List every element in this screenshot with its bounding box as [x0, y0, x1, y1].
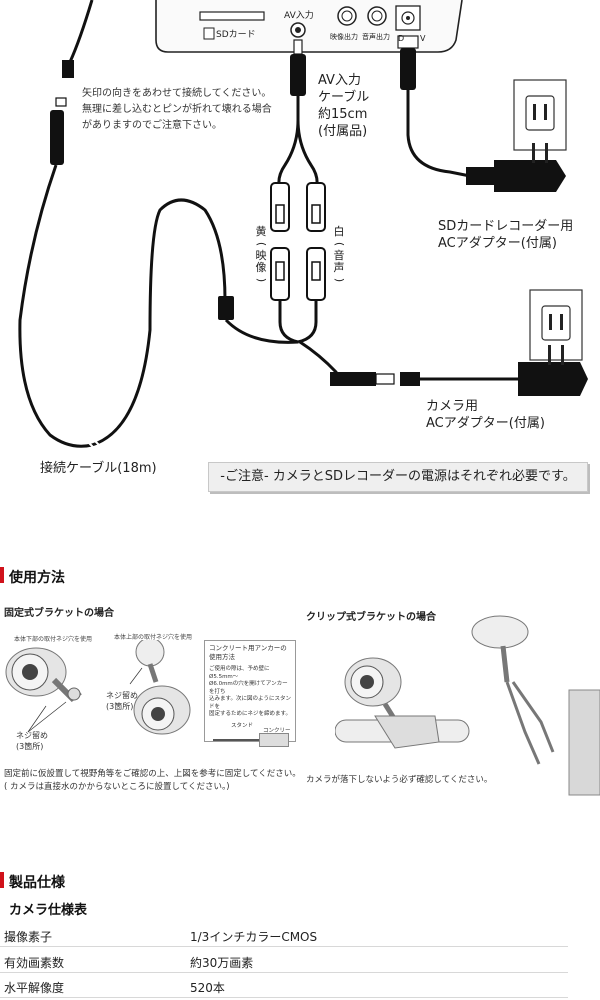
concrete-block — [259, 732, 289, 747]
label-line: ケーブル — [318, 90, 370, 105]
screw-label-right: ネジ留め (3箇所) — [106, 691, 138, 711]
note-line: 矢印の向きをあわせて接続してください。 — [82, 88, 272, 99]
camera-illustration-b — [133, 640, 191, 735]
label-line: SDカードレコーダー用 — [438, 219, 574, 234]
label-line: ACアダプター(付属) — [426, 416, 545, 431]
white-audio-label: 白 ( 音 声 ) — [333, 225, 346, 283]
spec-row: 水平解像度 520本 — [0, 976, 568, 998]
dc-port-mark-2: V — [420, 34, 426, 43]
label-line: (付属品) — [318, 124, 368, 139]
label-line: AV入力 — [318, 73, 361, 88]
spec-row: 有効画素数 約30万画素 — [0, 951, 568, 973]
sd-ac-adapter — [397, 35, 567, 192]
connection-cable-label: 接続ケーブル(18m) — [40, 461, 157, 476]
screw-label-left: ネジ留め (3箇所) — [16, 731, 48, 751]
anchor-instruction-box: コンクリート用アンカーの 使用方法 ご使用の際は、予め壁にØ5.5mm～ Ø6.… — [204, 640, 296, 747]
spec-row: 撮像素子 1/3インチカラーCMOS — [0, 925, 568, 947]
sd-adapter-label: SDカードレコーダー用 ACアダプター(付属) — [438, 218, 573, 252]
fixed-bracket-note: 固定前に仮設置して視野角等をご確認の上、上図を参考に固定してください。 ( カメ… — [4, 769, 301, 792]
camera-on-pipe — [335, 657, 470, 749]
spec-value: 1/3インチカラーCMOS — [190, 930, 318, 944]
camera-illustration-a — [5, 647, 82, 702]
clip-bracket-illustration — [335, 615, 600, 796]
camera-ac-adapter — [299, 289, 588, 396]
note-line: がありますのでご注意下さい。 — [82, 120, 222, 131]
wiring-diagram — [18, 0, 588, 451]
sd-recorder — [155, 0, 463, 53]
spec-label: 水平解像度 — [4, 981, 65, 995]
usage-accent-bar — [0, 567, 4, 583]
spec-label: 有効画素数 — [4, 956, 65, 970]
av-input-port-label: AV入力 — [284, 11, 314, 21]
fixed-caption-bottom-screw: 本体下部の取付ネジ穴を使用 — [14, 636, 93, 643]
audio-out-port-label: 音声出力 — [362, 33, 390, 41]
sd-card-slot-label: SDカード — [216, 30, 256, 40]
fixed-bracket-illustration — [5, 640, 191, 735]
stand-label: スタンド — [231, 722, 254, 729]
power-notice-banner: -ご注意- カメラとSDレコーダーの電源はそれぞれ必要です。 — [208, 462, 588, 492]
video-out-port-label: 映像出力 — [330, 33, 358, 41]
av-cable-label: AV入力 ケーブル 約15cm (付属品) — [318, 72, 369, 140]
arrow-orientation-note: 矢印の向きをあわせて接続してください。 無理に差し込むとピンが折れて壊れる場合 … — [82, 86, 282, 134]
yellow-video-label: 黄 ( 映 像 ) — [255, 225, 268, 283]
note-line: 無理に差し込むとピンが折れて壊れる場合 — [82, 104, 272, 115]
specs-section-title: 製品仕様 — [9, 875, 65, 891]
clip-bracket — [471, 615, 600, 796]
dc-port-mark: D — [398, 34, 405, 43]
specs-accent-bar — [0, 872, 4, 888]
label-line: カメラ用 — [426, 399, 479, 414]
label-line: 約15cm — [318, 107, 368, 122]
rca-connectors — [270, 182, 326, 344]
connection-cable — [18, 0, 299, 451]
anchor-screw-icon — [213, 738, 263, 741]
camera-spec-subtitle: カメラ仕様表 — [9, 903, 88, 918]
spec-label: 撮像素子 — [4, 930, 53, 944]
fixed-caption-top-screw: 本体上部の取付ネジ穴を使用 — [114, 634, 193, 641]
fixed-bracket-title: 固定式ブラケットの場合 — [4, 608, 114, 619]
clip-bracket-title: クリップ式ブラケットの場合 — [306, 612, 436, 623]
label-line: ACアダプター(付属) — [438, 236, 557, 251]
av-cable — [277, 39, 319, 186]
spec-value: 520本 — [190, 981, 225, 995]
usage-section-title: 使用方法 — [9, 570, 65, 586]
camera-adapter-label: カメラ用 ACアダプター(付属) — [426, 398, 545, 432]
spec-value: 約30万画素 — [190, 956, 254, 970]
clip-bracket-note: カメラが落下しないよう必ず確認してください。 — [306, 775, 493, 785]
